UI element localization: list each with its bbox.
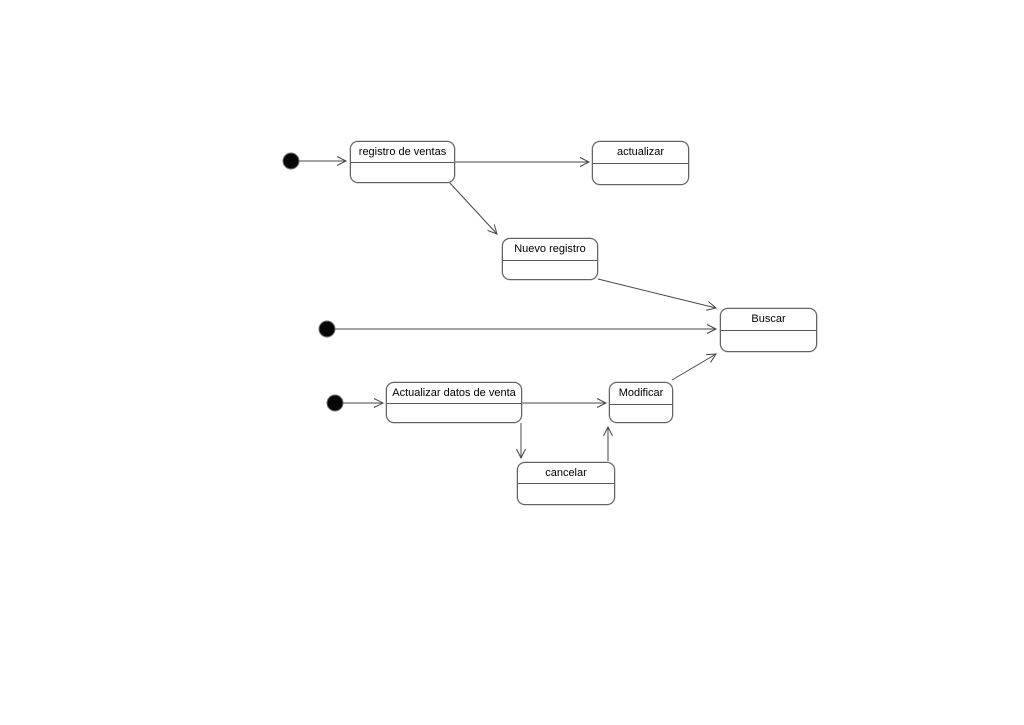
state-label: Buscar [721,309,816,331]
state-cancelar[interactable]: cancelar [517,462,615,505]
state-label: Nuevo registro [503,239,597,261]
state-buscar[interactable]: Buscar [720,308,817,352]
initial-state-node-2[interactable] [318,320,336,338]
state-label: Actualizar datos de venta [387,383,521,404]
state-body [721,331,816,351]
state-body [518,484,614,504]
transition-nuevo-registro-to-buscar [597,278,718,311]
state-label: cancelar [518,463,614,484]
state-actualizar[interactable]: actualizar [592,141,689,185]
state-label: Modificar [610,383,672,405]
state-body [593,164,688,184]
state-label: registro de ventas [351,142,454,163]
state-modificar[interactable]: Modificar [609,382,673,423]
state-body [610,405,672,422]
transition-registro-de-ventas-to-nuevo-registro [448,181,498,235]
state-nuevo-registro[interactable]: Nuevo registro [502,238,598,280]
state-body [387,404,521,422]
transition-modificar-to-buscar [671,353,717,381]
state-body [351,163,454,182]
state-label: actualizar [593,142,688,164]
initial-state-node-1[interactable] [282,152,300,170]
state-registro-de-ventas[interactable]: registro de ventas [350,141,455,183]
initial-state-node-3[interactable] [326,394,344,412]
state-body [503,261,597,279]
state-actualizar-datos-de-venta[interactable]: Actualizar datos de venta [386,382,522,423]
